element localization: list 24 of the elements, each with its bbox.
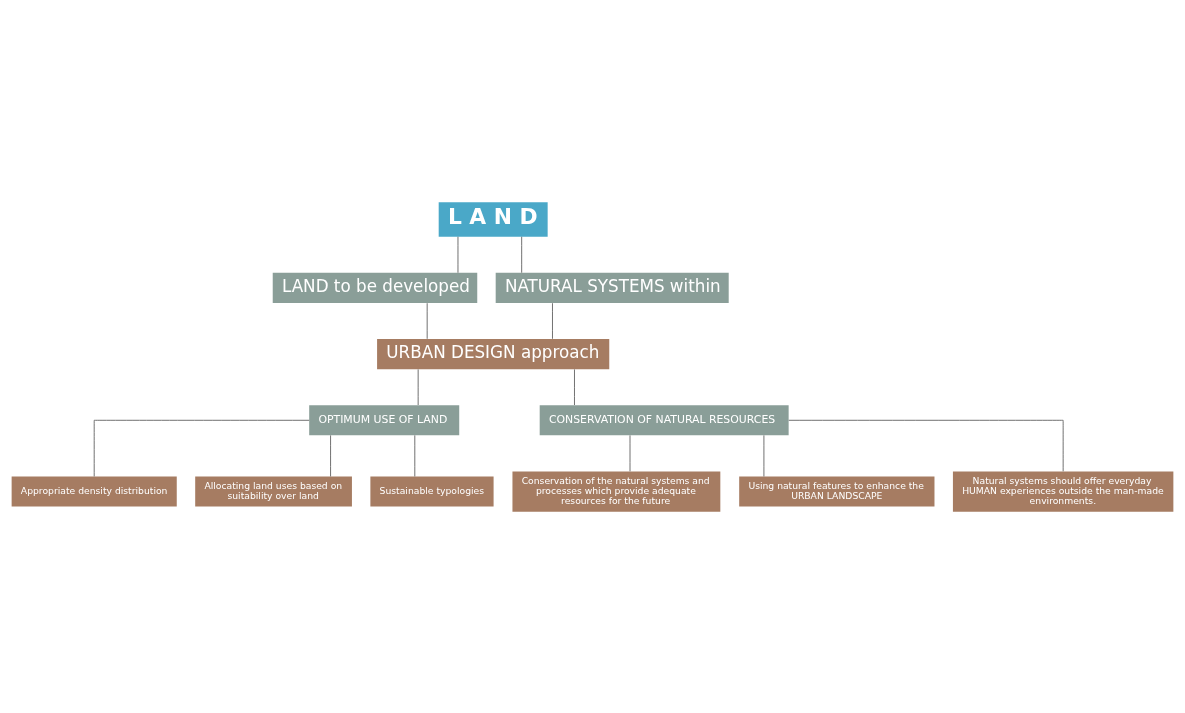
node-box: Appropriate density distribution [11, 475, 177, 507]
node-box: Natural systems should offer everyday HUMAN experiences outside the man-made environments. [952, 470, 1174, 512]
node-box: NATURAL SYSTEMS within [495, 272, 729, 303]
connector [521, 235, 523, 273]
node-box: Conservation of the natural systems and processes which provide adequate resources for the future [512, 470, 721, 512]
node-box: OPTIMUM USE OF LAND [309, 404, 460, 435]
connector [414, 434, 416, 477]
node-box: URBAN DESIGN approach [377, 338, 610, 369]
connector [763, 434, 765, 477]
node-box: Sustainable typologies [370, 475, 494, 507]
connector [788, 419, 1064, 472]
connector [629, 434, 631, 472]
connector [330, 434, 331, 477]
node-box: Using natural features to enhance the URBAN LANDSCAPE [739, 475, 935, 507]
node-box: LAND to be developed [272, 272, 478, 303]
connector [417, 368, 419, 405]
connector [457, 235, 459, 273]
connector [93, 419, 310, 477]
node-box: CONSERVATION OF NATURAL RESOURCES [539, 404, 789, 435]
connector [552, 302, 553, 339]
connector [426, 302, 428, 339]
connector [574, 368, 575, 405]
node-box: L A N D [438, 201, 548, 237]
node-box: Allocating land uses based on suitability over land [195, 475, 352, 507]
